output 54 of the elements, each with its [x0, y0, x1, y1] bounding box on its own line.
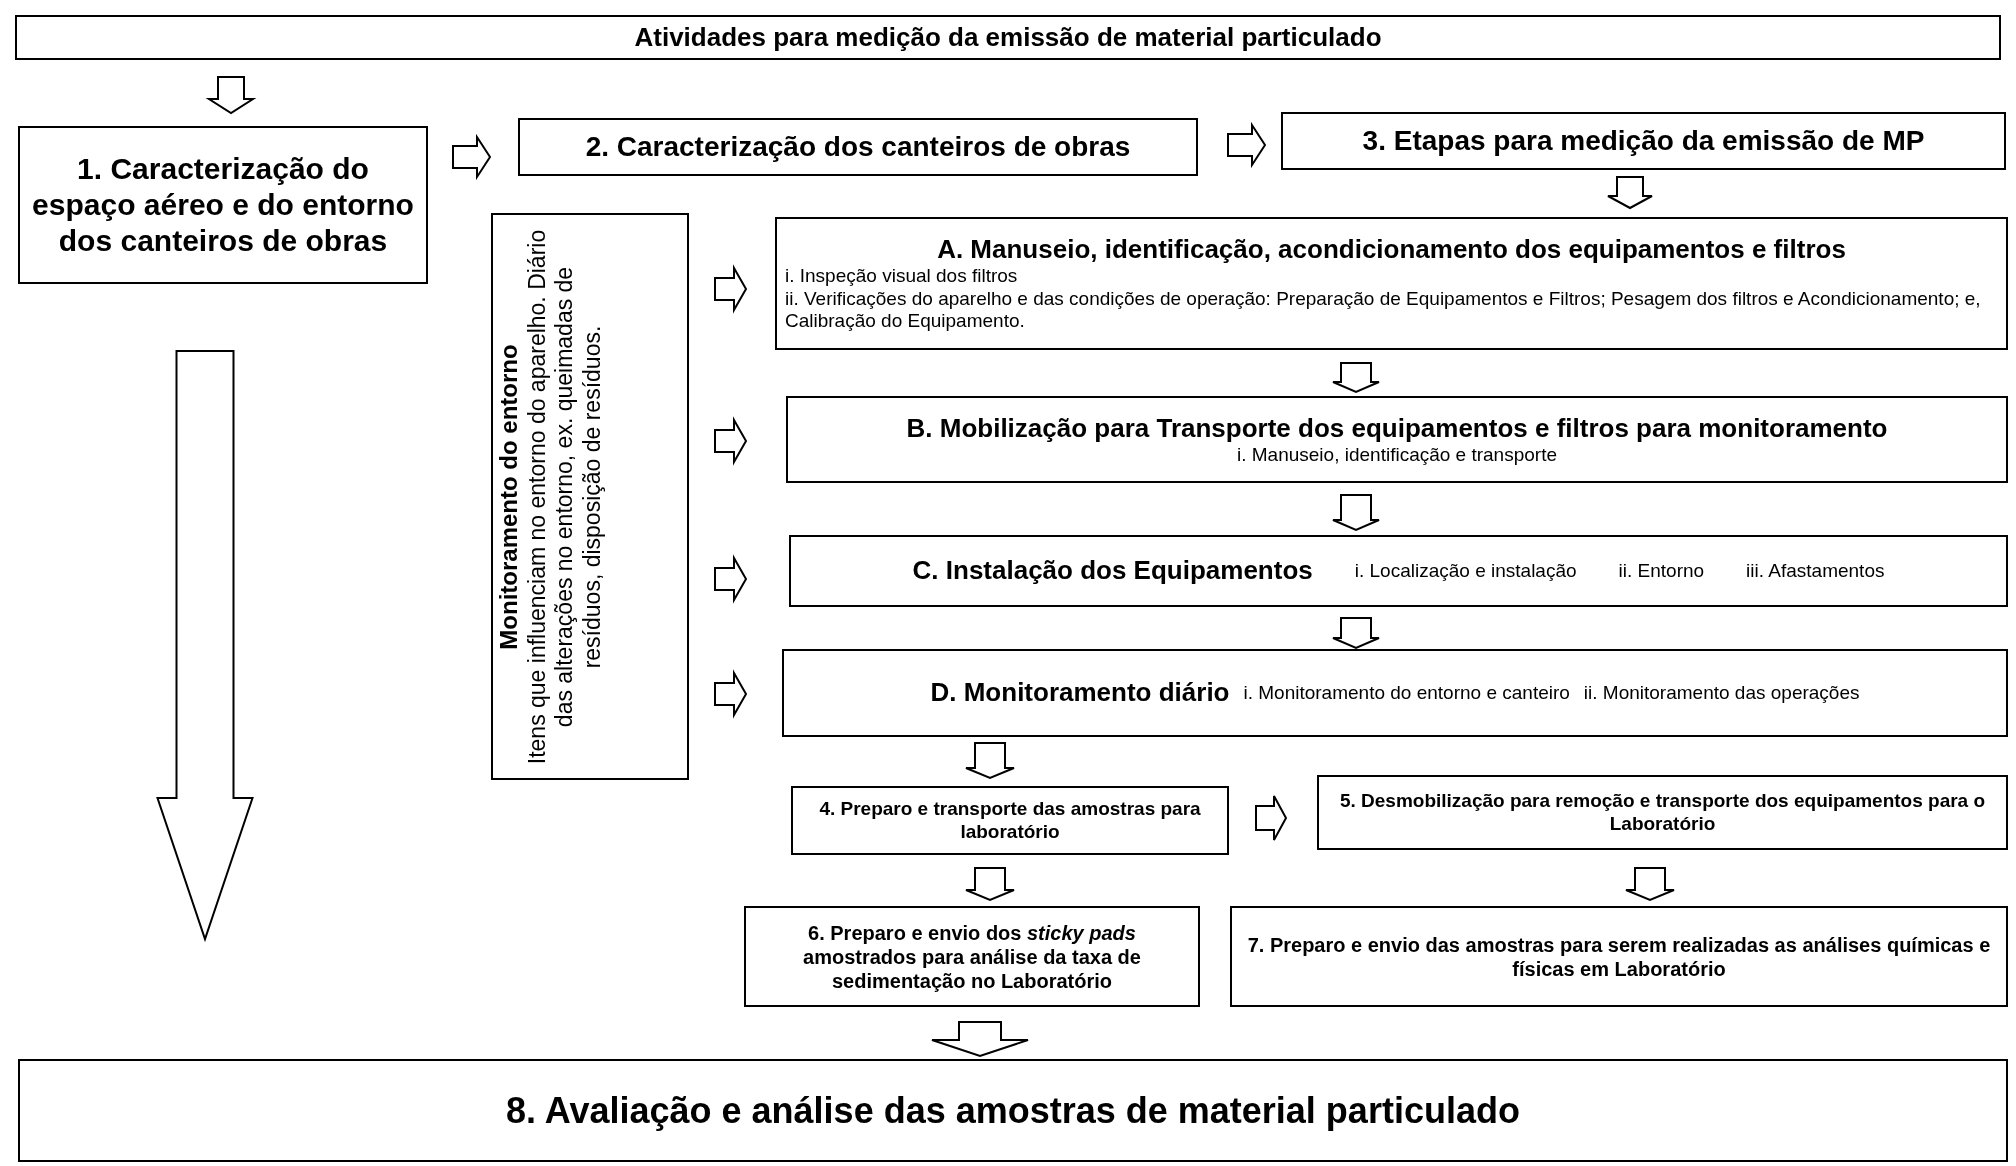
process-box	[744, 906, 1200, 1007]
block-arrow	[1332, 617, 1380, 650]
block-arrow	[452, 133, 492, 181]
process-box	[491, 213, 689, 780]
box-heading: Atividades para medição da emissão de material particulado	[634, 21, 1382, 54]
block-arrow	[1255, 795, 1288, 841]
box-heading: 8. Avaliação e análise das amostras de material particulado	[506, 1088, 1520, 1133]
box-text: i. Inspeção visual dos filtros	[785, 264, 1019, 288]
process-box	[786, 396, 2008, 483]
box-text: i. Localização e instalação	[1354, 559, 1577, 583]
block-arrow	[714, 264, 748, 314]
box-heading: A. Manuseio, identificação, acondicionamento dos equipamentos e filtros	[936, 233, 1847, 265]
block-arrow	[1332, 362, 1380, 394]
block-arrow	[1625, 867, 1675, 902]
box-text: ii. Entorno	[1618, 559, 1705, 583]
box-text: ii. Verificações do aparelho e das condições de operação: Preparação de Equipamentos e Filtros; Pesagem dos filtros e Acondicionamento; e, Calibração do Equipamento.	[785, 287, 1982, 334]
block-arrow	[205, 76, 257, 115]
process-box	[1317, 775, 2008, 850]
box-text: i. Manuseio, identificação e transporte	[1237, 443, 1557, 467]
box-heading: D. Monitoramento diário	[930, 677, 1230, 709]
block-arrow	[965, 867, 1015, 902]
block-arrow	[1227, 121, 1267, 169]
block-arrow	[714, 554, 748, 604]
box-heading: 1. Caracterização do espaço aéreo e do entorno dos canteiros de obras	[31, 151, 415, 259]
block-arrow	[714, 416, 748, 466]
block-arrow	[1607, 176, 1653, 210]
block-arrow	[965, 742, 1015, 780]
process-box	[782, 649, 2008, 737]
box-heading: 2. Caracterização dos canteiros de obras	[585, 130, 1131, 164]
process-box	[18, 1059, 2008, 1162]
process-box	[1281, 112, 2006, 170]
process-box	[1230, 906, 2008, 1007]
process-box	[15, 15, 2001, 60]
block-arrow	[714, 669, 748, 719]
box-text: i. Monitoramento do entorno e canteiro	[1243, 681, 1570, 705]
box-text: iii. Afastamentos	[1746, 559, 1885, 583]
process-box	[18, 126, 428, 284]
block-arrow	[1332, 494, 1380, 532]
box-heading: B. Mobilização para Transporte dos equipamentos e filtros para monitoramento	[906, 412, 1888, 444]
process-box	[518, 118, 1198, 176]
box-heading: 7. Preparo e envio das amostras para serem realizadas as análises químicas e físicas em Laboratório	[1246, 932, 1992, 981]
box-heading: 3. Etapas para medição da emissão de MP	[1362, 124, 1925, 158]
block-arrow	[156, 350, 254, 943]
process-box	[789, 535, 2008, 607]
box-heading: C. Instalação dos Equipamentos	[912, 555, 1313, 587]
box-heading: Monitoramento do entorno	[495, 343, 523, 650]
box-heading: 4. Preparo e transporte das amostras para laboratório	[818, 797, 1202, 844]
box-heading: 6. Preparo e envio dos sticky pads amostrados para análise da taxa de sedimentação no Laboratório	[802, 920, 1142, 993]
process-box	[775, 217, 2008, 350]
box-text: Itens que influenciam no entorno do aparelho. Diário das alterações no entorno, ex. queimadas de resíduos, disposição de resíduos.	[523, 228, 606, 766]
process-box	[791, 786, 1229, 855]
box-text: ii. Monitoramento das operações	[1583, 681, 1860, 705]
box-heading: 5. Desmobilização para remoção e transporte dos equipamentos para o Laboratório	[1338, 789, 1987, 836]
block-arrow	[931, 1021, 1029, 1058]
